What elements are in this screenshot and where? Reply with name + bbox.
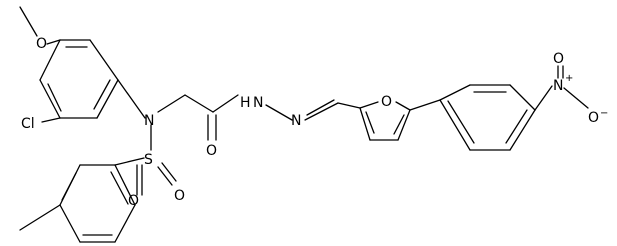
hydrazide-nitrogen-label: N	[253, 95, 263, 111]
nitro-charge-plus-label: +	[565, 73, 573, 84]
chlorine-label: Cl	[21, 116, 35, 132]
imine-nitrogen-label: N	[291, 113, 301, 129]
nitro-oxygen-charge-label: −	[600, 108, 608, 119]
carbonyl-oxygen-label: O	[206, 143, 217, 159]
methoxy-oxygen-label: O	[36, 36, 47, 52]
sulfonyl-oxygen-left-label: O	[128, 193, 139, 209]
nitro-oxygen-right-label: O	[588, 110, 599, 126]
sulfur-label: S	[144, 152, 153, 168]
nitro-oxygen-top-label: O	[553, 51, 564, 67]
hydrazide-h-label: H	[240, 95, 251, 111]
bonds	[19, 6, 589, 243]
nitro-nitrogen-label: N	[553, 78, 563, 94]
sulfonamide-nitrogen-label: N	[144, 113, 154, 129]
atom-labels: O Cl N S O O O H N N O N + O O −	[21, 36, 608, 209]
furan-oxygen-label: O	[381, 94, 392, 110]
sulfonyl-oxygen-right-label: O	[174, 188, 185, 204]
